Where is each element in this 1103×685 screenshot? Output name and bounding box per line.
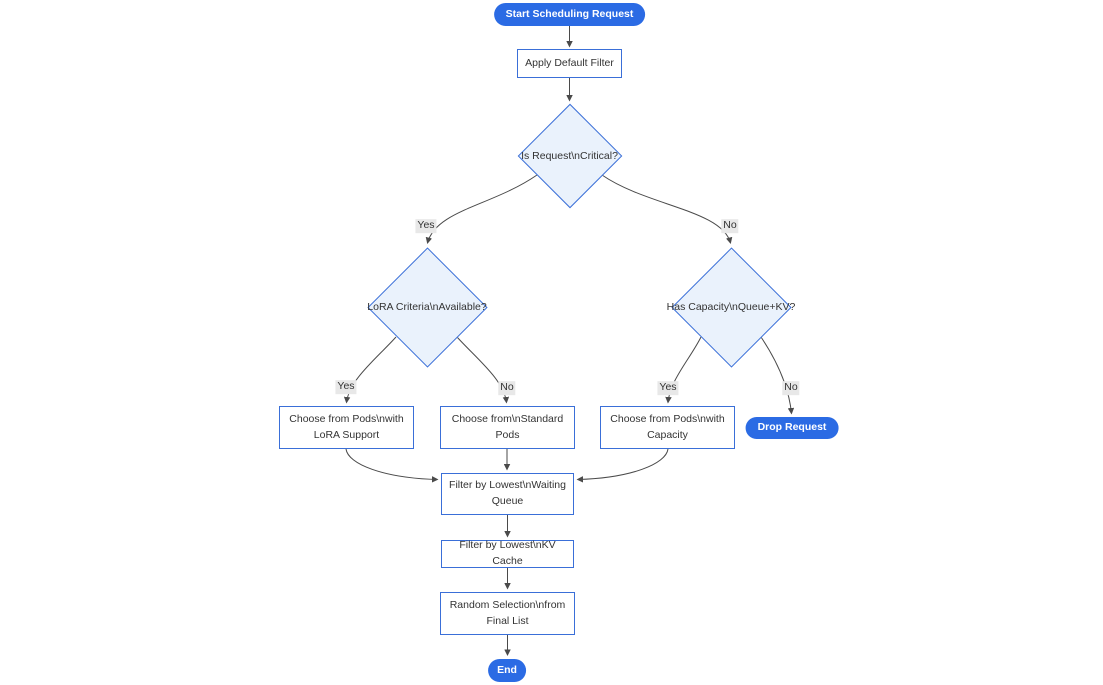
node-drop-request: Drop Request: [745, 417, 839, 439]
node-choose-lora-pods: Choose from Pods\nwith LoRA Support: [279, 406, 414, 449]
edge-lorapods-to-queuefilter: [345, 448, 439, 483]
node-start: Start Scheduling Request: [493, 3, 646, 26]
edge-capacity-yes: [665, 336, 702, 404]
node-apply-default-filter: Apply Default Filter: [517, 49, 622, 78]
edge-label-critical-no: No: [721, 219, 739, 233]
decision-is-critical-label: Is Request\nCritical?: [521, 150, 618, 162]
node-filter-waiting-queue: Filter by Lowest\nWaiting Queue: [441, 473, 574, 515]
node-random-selection: Random Selection\nfrom Final List: [440, 592, 575, 635]
edge-label-capacity-yes: Yes: [657, 381, 679, 395]
edge-lora-yes: [343, 336, 397, 404]
decision-lora-criteria-label: LoRA Criteria\nAvailable?: [367, 301, 487, 313]
edge-capacitypods-to-queuefilter: [576, 448, 669, 483]
node-end: End: [488, 659, 526, 682]
edge-label-capacity-no: No: [782, 381, 800, 395]
edge-lora-no: [456, 336, 510, 404]
edge-label-lora-no: No: [498, 381, 516, 395]
edge-capacity-no: [760, 336, 795, 415]
decision-has-capacity-label: Has Capacity\nQueue+KV?: [666, 301, 796, 313]
edge-critical-yes: [425, 174, 538, 244]
edge-critical-no: [601, 174, 733, 244]
edge-label-critical-yes: Yes: [415, 219, 437, 233]
edge-label-lora-yes: Yes: [335, 380, 357, 394]
node-choose-standard-pods: Choose from\nStandard Pods: [440, 406, 575, 449]
node-filter-kv-cache: Filter by Lowest\nKV Cache: [441, 539, 574, 568]
node-choose-capacity-pods: Choose from Pods\nwith Capacity: [600, 406, 735, 449]
